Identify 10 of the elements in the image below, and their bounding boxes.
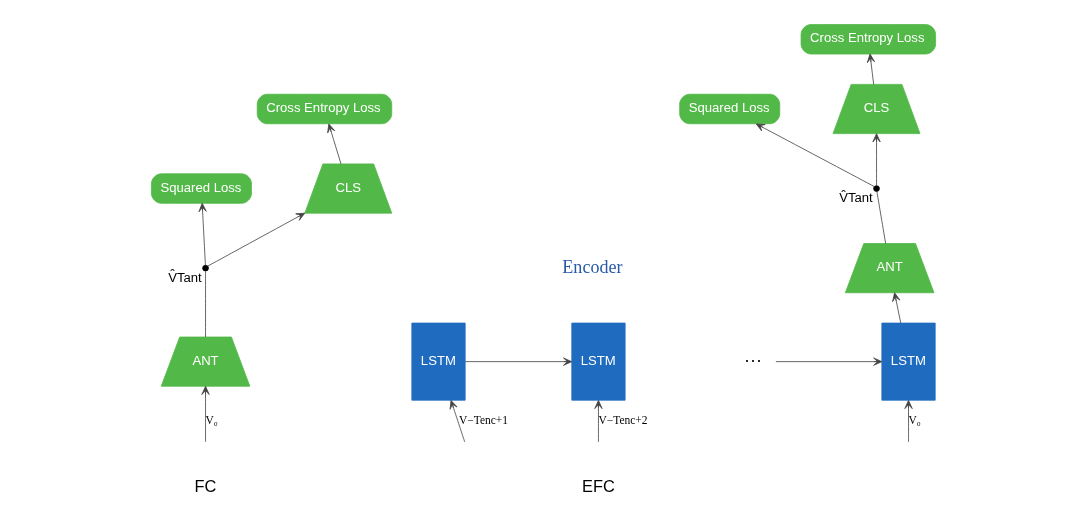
node-label: V̂Tant [168,269,202,285]
edge-label: V₀ [205,414,218,427]
edge-label: V−Tenc+2 [598,414,648,427]
label: EFC [582,476,615,495]
label: FC [194,476,217,495]
edge-label: V₀ [908,414,921,427]
label: Encoder [562,256,623,277]
node-text: ··· [744,350,763,371]
node-label: V̂Tant [839,189,873,205]
edge-label: V−Tenc+1 [459,414,509,427]
